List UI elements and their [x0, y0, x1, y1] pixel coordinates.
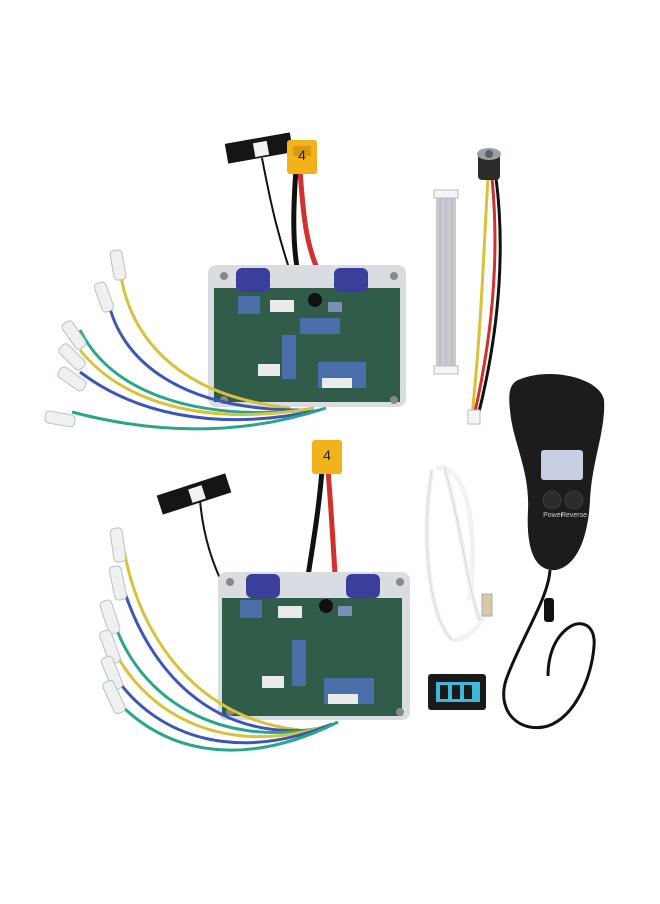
- top-capacitor-left: [236, 268, 270, 292]
- bottom-phase-wire-terminals: [99, 527, 128, 715]
- bottom-capacitor-left: [246, 574, 280, 598]
- top-esc-board-assembly: 4: [208, 132, 406, 407]
- bottom-xt60-connector: 4: [312, 440, 342, 474]
- usb-charging-cable: [424, 465, 491, 643]
- usb-connector: [481, 593, 493, 617]
- remote-power-button: [542, 490, 562, 510]
- power-switch-cable: [467, 148, 502, 425]
- bottom-esc-board-assembly: 4: [156, 440, 410, 720]
- bottom-phase-wires: [112, 549, 339, 752]
- ribbon-cable: [433, 189, 459, 375]
- top-xt60-mark: 4: [298, 147, 306, 163]
- top-phase-wires: [71, 269, 327, 431]
- remote-lcd-screen: [541, 450, 583, 480]
- usb-cable-outline: [426, 465, 481, 641]
- top-xt60-connector: 4: [287, 140, 317, 174]
- remote-reverse-button: [564, 490, 584, 510]
- top-capacitor-right: [334, 268, 368, 292]
- wireless-remote-control: Power Reverse: [502, 373, 605, 730]
- remote-reverse-label: Reverse: [561, 512, 587, 519]
- top-phase-wire-terminals: [44, 249, 127, 428]
- remote-power-label: Power: [543, 512, 564, 519]
- bottom-xt60-mark: 4: [323, 447, 331, 463]
- bottom-capacitor-right: [346, 574, 380, 598]
- battery-level-indicator: [428, 674, 486, 710]
